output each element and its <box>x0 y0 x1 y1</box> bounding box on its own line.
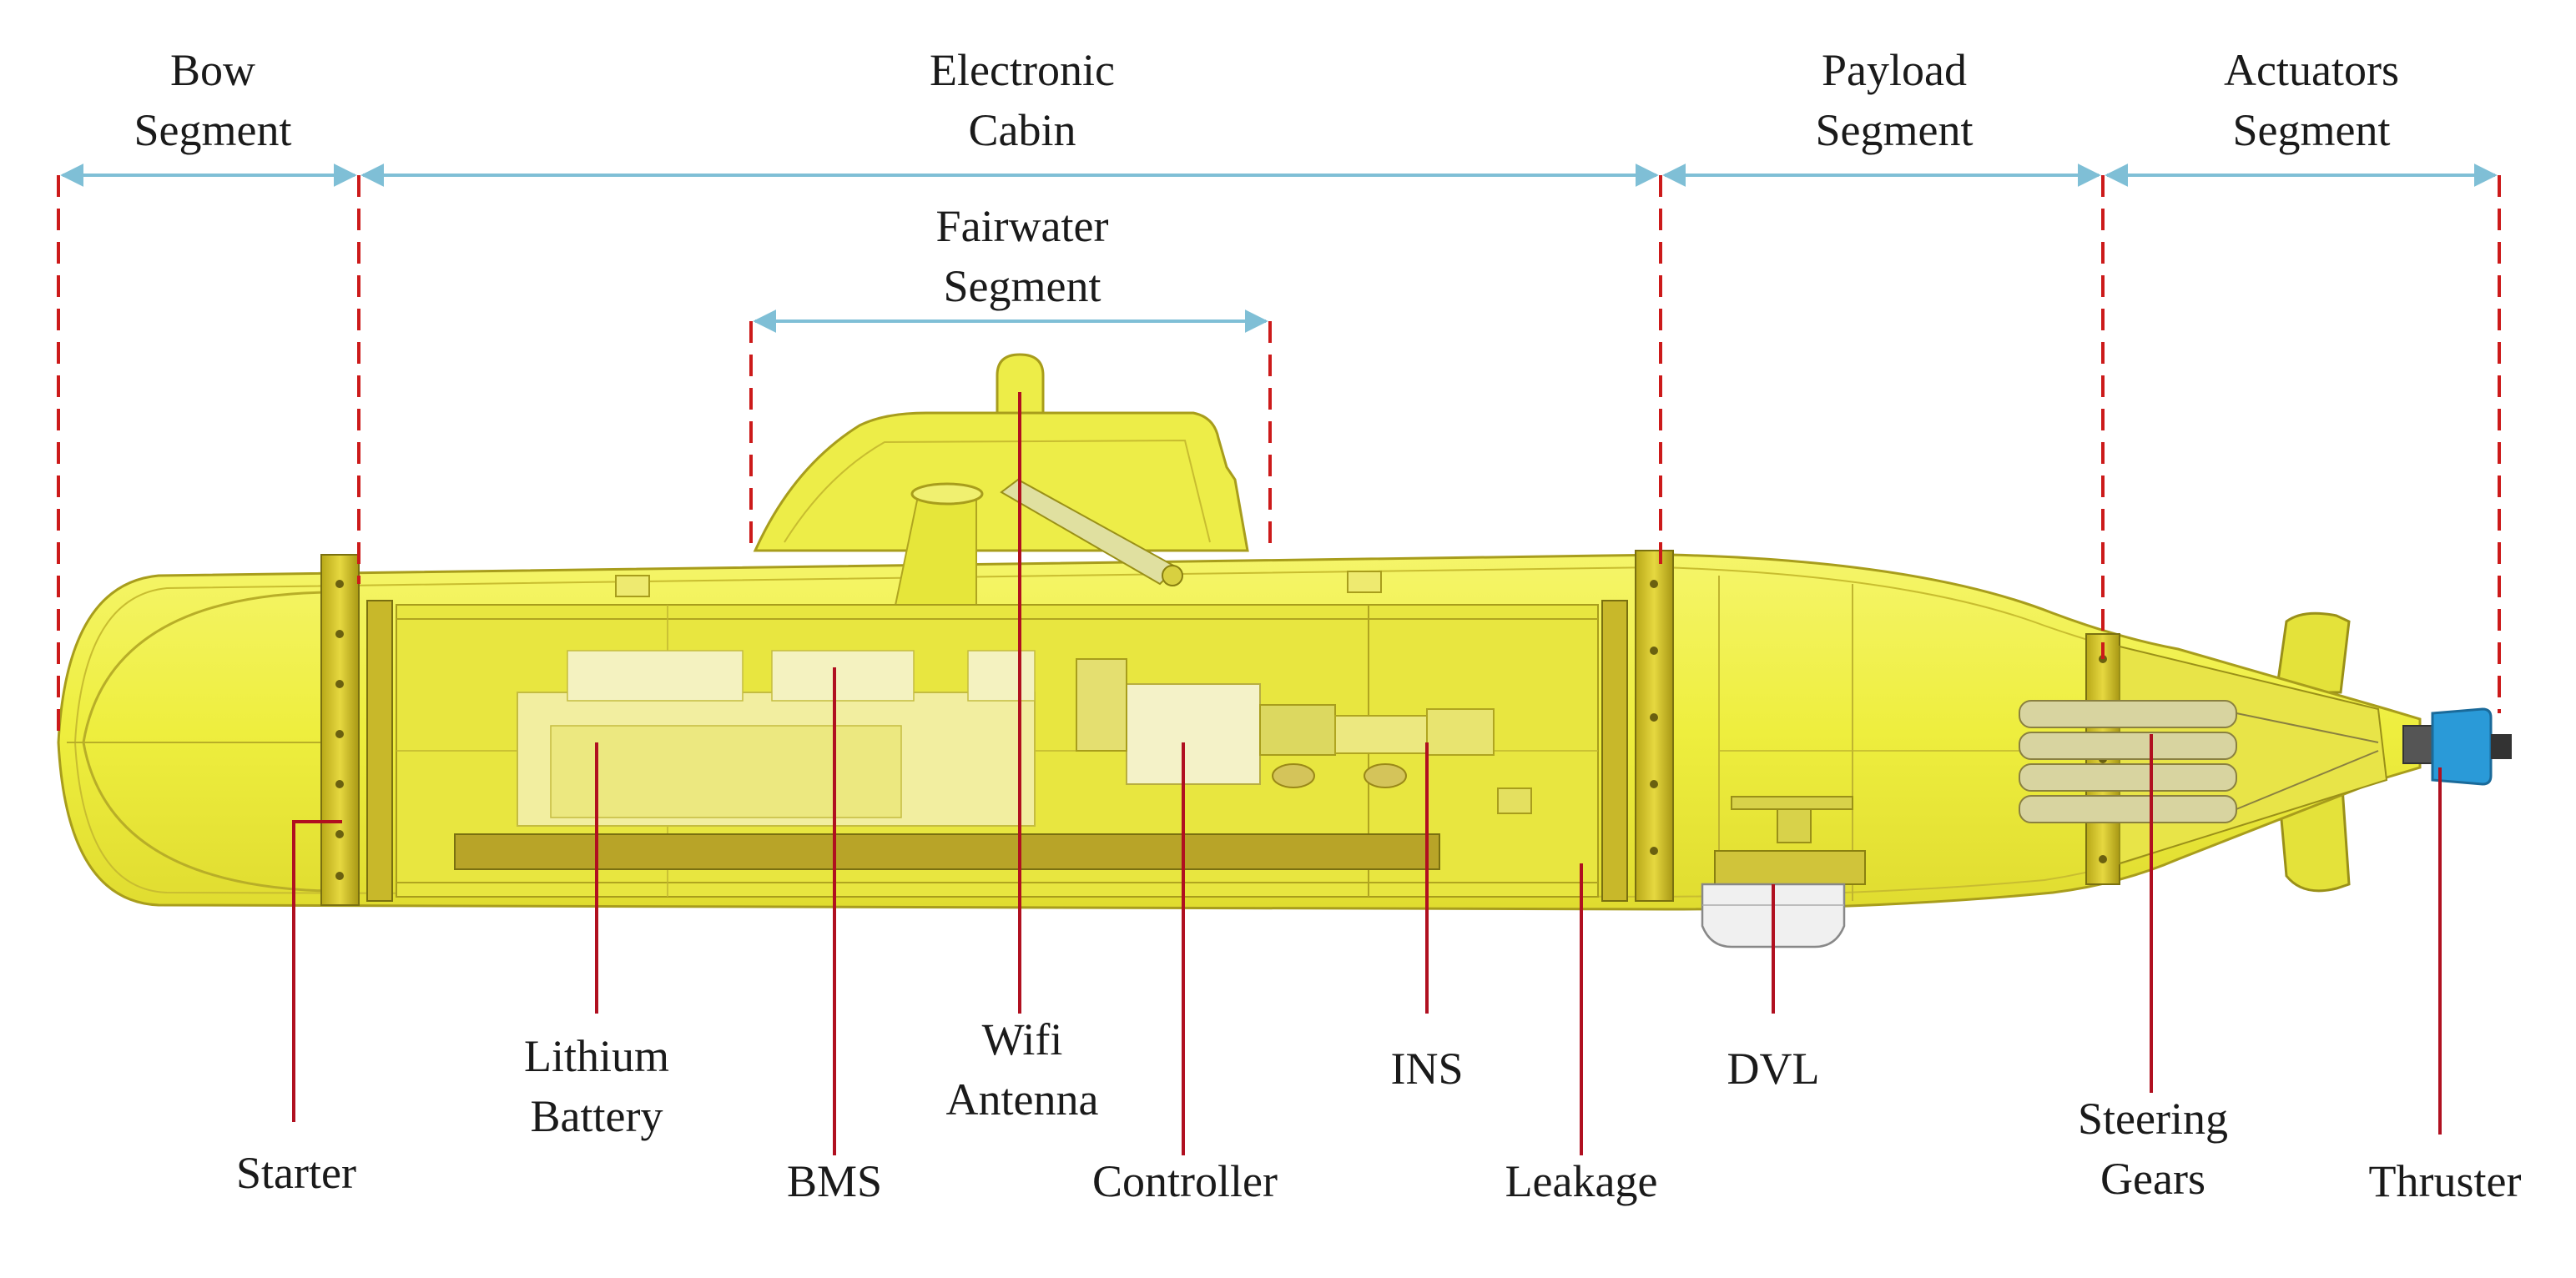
label-line: Segment <box>134 105 292 155</box>
label-line: DVL <box>1727 1044 1820 1094</box>
bow-ring <box>320 554 360 906</box>
fairwater-sail <box>753 411 1249 552</box>
label-wifi-antenna: Wifi Antenna <box>910 1009 1135 1130</box>
label-controller: Controller <box>1060 1151 1310 1211</box>
label-line: Gears <box>2100 1154 2205 1204</box>
upper-fin <box>2275 611 2351 694</box>
label-line: Bow <box>169 45 255 95</box>
label-line: Thruster <box>2368 1156 2522 1206</box>
label-leakage: Leakage <box>1469 1151 1694 1211</box>
label-dvl: DVL <box>1677 1039 1869 1099</box>
label-line: Lithium <box>524 1031 669 1081</box>
label-line: Controller <box>1092 1156 1278 1206</box>
label-ins: INS <box>1335 1039 1519 1099</box>
label-line: Cabin <box>968 105 1076 155</box>
leader-starter <box>292 820 342 1122</box>
leader-lines <box>292 392 2442 1155</box>
label-line: Fairwater <box>935 201 1109 251</box>
hull <box>57 353 2512 948</box>
label-payload-segment: Payload Segment <box>1777 40 2011 160</box>
label-actuators-segment: Actuators Segment <box>2190 40 2432 160</box>
label-line: Battery <box>530 1091 663 1141</box>
antenna-dome <box>996 353 1045 415</box>
dimension-arrows <box>60 164 2498 333</box>
label-steering-gears: Steering Gears <box>2040 1089 2266 1209</box>
controller-block <box>1126 683 1261 785</box>
label-line: INS <box>1390 1044 1464 1094</box>
label-line: BMS <box>786 1156 883 1206</box>
mid-ring <box>1635 550 1674 902</box>
label-line: Segment <box>943 261 1101 311</box>
label-line: Segment <box>2232 105 2391 155</box>
label-bms: BMS <box>743 1151 926 1211</box>
segment-boundaries <box>57 175 2501 742</box>
label-thruster: Thruster <box>2328 1151 2562 1211</box>
label-bow-segment: Bow Segment <box>129 40 296 160</box>
label-line: Leakage <box>1505 1156 1658 1206</box>
label-starter: Starter <box>196 1143 396 1203</box>
label-line: Antenna <box>945 1074 1099 1125</box>
label-line: Payload <box>1822 45 1967 95</box>
label-line: Starter <box>236 1148 356 1198</box>
thruster-body <box>2431 707 2493 786</box>
label-line: Actuators <box>2224 45 2399 95</box>
label-line: Steering <box>2078 1094 2228 1144</box>
label-line: Electronic <box>930 45 1115 95</box>
label-electronic-cabin: Electronic Cabin <box>901 40 1143 160</box>
label-line: Segment <box>1815 105 1974 155</box>
label-fairwater-segment: Fairwater Segment <box>910 196 1135 316</box>
label-line: Wifi <box>981 1014 1063 1064</box>
label-lithium-battery: Lithium Battery <box>484 1026 709 1146</box>
